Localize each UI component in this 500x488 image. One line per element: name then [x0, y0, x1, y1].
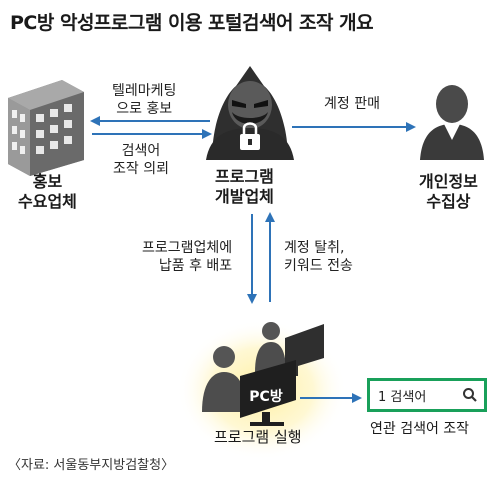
- edge-telemarketing-label: 텔레마케팅 으로 홍보: [112, 83, 176, 118]
- edge-telemarketing-line1: 텔레마케팅: [112, 83, 177, 99]
- node-client-line2: 수요업체: [18, 192, 77, 211]
- edge-request-line1: 검색어: [121, 143, 161, 159]
- search-icon: [463, 388, 477, 402]
- edge-distribute-line2: 납품 후 배포: [158, 257, 233, 274]
- edge-request-label: 검색어 조작 의뢰: [113, 143, 169, 178]
- node-collector-line2: 수집상: [426, 192, 471, 211]
- node-collector-label: 개인정보 수집상: [419, 172, 478, 212]
- node-developer-line1: 프로그램: [215, 167, 274, 186]
- node-developer-label: 프로그램 개발업체: [215, 167, 274, 207]
- edge-request-line2: 조작 의뢰: [113, 160, 169, 177]
- node-execution-label: 프로그램 실행: [214, 428, 302, 446]
- edge-hijack-line1: 계정 탈취,: [284, 240, 345, 256]
- edge-distribute-label: 프로그램업체에 납품 후 배포: [142, 240, 232, 275]
- source-note: 〈자료: 서울동부지방검찰청〉: [8, 458, 175, 473]
- edge-hijack-line2: 키워드 전송: [284, 257, 353, 274]
- node-client-line1: 홍보: [32, 172, 63, 191]
- node-collector-line1: 개인정보: [419, 172, 478, 191]
- diagram-title: PC방 악성프로그램 이용 포털검색어 조작 개요: [10, 12, 374, 34]
- node-client-label: 홍보 수요업체: [18, 172, 77, 212]
- search-box-text: 1 검색어: [378, 389, 427, 405]
- person-icon: [420, 85, 484, 160]
- node-manipulation-label: 연관 검색어 조작: [370, 421, 470, 437]
- building-icon: [8, 80, 84, 176]
- edge-distribute-line1: 프로그램업체에: [142, 240, 233, 256]
- pc-users-icon: [177, 320, 347, 460]
- hacker-icon: [206, 66, 294, 160]
- edge-hijack-label: 계정 탈취, 키워드 전송: [284, 240, 353, 275]
- search-box: 1 검색어: [367, 378, 487, 412]
- node-developer-line2: 개발업체: [215, 187, 274, 206]
- edge-sale-label: 계정 판매: [324, 96, 380, 112]
- pcroom-sign: PC방: [249, 388, 283, 405]
- edge-telemarketing-line2: 으로 홍보: [116, 100, 173, 117]
